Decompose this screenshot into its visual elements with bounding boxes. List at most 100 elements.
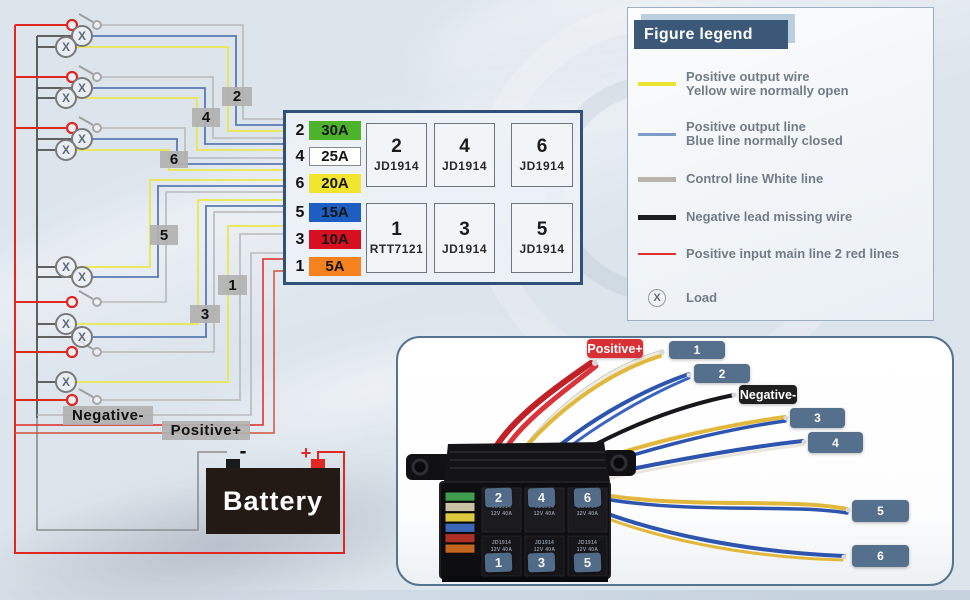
relay-number: 3: [459, 218, 470, 240]
fuse-rating-5A: 5A: [309, 257, 361, 276]
relay-face-print: JD1914: [535, 504, 554, 510]
fuse-circuit-number: 6: [295, 175, 305, 192]
relay-number: 1: [391, 218, 402, 240]
photo-wire-tag-5: 5: [852, 500, 909, 522]
svg-text:X: X: [62, 143, 70, 157]
positive-bus-label: Positive+: [162, 421, 250, 440]
load-icon: X: [55, 256, 77, 278]
positive-output-wire-swatch: [638, 82, 676, 86]
svg-text:X: X: [78, 81, 86, 95]
legend-item-text: Load: [686, 291, 717, 305]
battery-plus-terminal: [311, 459, 325, 469]
relay-face-print: JD1914: [492, 540, 511, 546]
photo-wire-tag-4: 4: [808, 432, 863, 453]
fuse-circuit-number: 4: [295, 148, 305, 165]
switch-icon: [65, 116, 102, 135]
positive-input-line-2: [15, 270, 283, 434]
relay-box-body: [406, 442, 636, 582]
photo-fuse: [444, 491, 476, 502]
fuse-rating-30A: 30A: [309, 121, 361, 140]
circuit-label-6: 6: [160, 151, 188, 168]
legend-item-text: Control line White line: [686, 172, 823, 186]
relay-face-print: 12V 40A: [577, 547, 599, 553]
photo-wire-tag-2: 2: [694, 364, 750, 383]
relay-number: 6: [536, 135, 548, 157]
switch-icon: [65, 290, 102, 309]
fuse-circuit-number: 5: [295, 204, 305, 221]
switch-positive-branches: [15, 24, 67, 401]
svg-text:X: X: [62, 40, 70, 54]
relay-number: 5: [536, 218, 548, 240]
battery-negative-wire: [36, 418, 227, 531]
legend-text-line: Positive output line: [686, 119, 806, 134]
switch-icon: [65, 65, 102, 84]
positive-input-main-line-swatch: [638, 253, 676, 255]
negative-lead-swatch-cell: [628, 214, 686, 220]
legend-text-line: Yellow wire normally open: [686, 83, 849, 98]
battery-minus-sign: -: [239, 440, 247, 463]
legend-item-text: Positive input main line 2 red lines: [686, 247, 899, 261]
photo-relay-tag-1: 1: [484, 552, 513, 573]
relay-face-print: 12V 40A: [534, 511, 556, 517]
svg-text:X: X: [78, 132, 86, 146]
relay-model: JD1914: [441, 241, 488, 256]
relay-model: JD1914: [519, 158, 565, 173]
relay-face-print: JD1914: [492, 504, 511, 510]
relay-face-print: 12V 40A: [491, 511, 513, 517]
legend-text-line: Positive input main line 2 red lines: [686, 246, 900, 261]
fuse-circuit-number: 2: [295, 122, 305, 139]
battery-plus-sign: +: [300, 443, 312, 463]
relay-face-print: JD1914: [535, 540, 554, 546]
load-icon: X: [55, 87, 77, 109]
legend-title: Figure legend: [634, 20, 788, 49]
bottom-gradient-band: [0, 590, 970, 600]
load-icon: X: [71, 128, 93, 150]
circuit-label-2: 2: [222, 87, 252, 106]
positive-input-main-line-swatch-cell: [628, 253, 686, 255]
svg-text:X: X: [78, 29, 86, 43]
svg-text:X: X: [62, 375, 70, 389]
photo-relay-tag-2: 2: [484, 487, 513, 508]
legend-text-line: Blue line normally closed: [686, 133, 843, 148]
load-icon: X: [71, 266, 93, 288]
control-line-swatch: [638, 176, 676, 182]
switch-icon: [65, 13, 102, 32]
fuse-circuit-number: 1: [295, 258, 305, 275]
control-wires: [100, 24, 283, 401]
fuse-rating-15A: 15A: [309, 203, 361, 222]
load-icon: X: [55, 36, 77, 58]
photo-relay-tag-5: 5: [573, 552, 602, 573]
positive-input-line-1: [15, 258, 283, 426]
svg-text:X: X: [78, 270, 86, 284]
legend-item-positive-input-main-line: Positive input main line 2 red lines: [628, 247, 933, 261]
photo-fuse: [444, 522, 476, 533]
relay-face-print: 12V 40A: [577, 511, 599, 517]
legend-item-negative-lead: Negative lead missing wire: [628, 210, 933, 224]
circuit-label-3: 3: [190, 305, 220, 323]
svg-text:X: X: [62, 91, 70, 105]
legend-text-line: Positive output wire: [686, 69, 810, 84]
relay-model: JD1914: [373, 158, 420, 173]
load-icon: X: [71, 326, 93, 348]
legend-item-control-line: Control line White line: [628, 172, 933, 186]
photo-fuse: [444, 501, 476, 513]
load-negative-branches: [37, 35, 72, 383]
relay-face-print: 12V 40A: [491, 547, 513, 553]
load-icon: X: [55, 313, 77, 335]
fuse-circuit-number: 3: [295, 231, 305, 248]
load-icon: X: [55, 139, 77, 161]
